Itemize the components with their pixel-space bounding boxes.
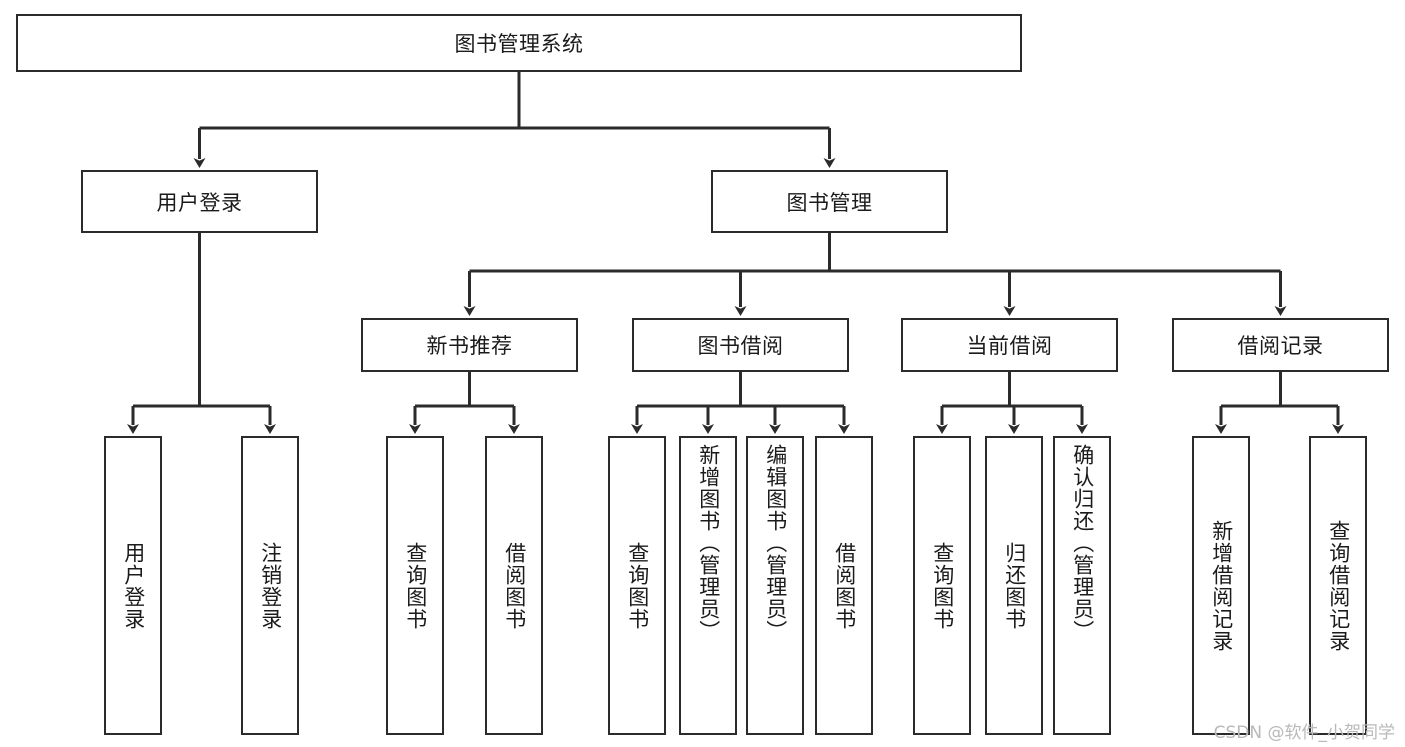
level2-node-label: 新书推荐 <box>426 334 513 358</box>
leaf-node-2[interactable]: 查询图书 <box>386 436 444 735</box>
watermark: CSDN @软件_小贺同学 <box>1213 723 1395 743</box>
level1-node-0[interactable]: 用户登录 <box>81 170 318 233</box>
leaf-node-4[interactable]: 查询图书 <box>608 436 666 735</box>
level1-node-label: 图书管理 <box>786 190 873 215</box>
leaf-node-9[interactable]: 归还图书 <box>985 436 1043 735</box>
leaf-node-label: 确认归还（管理员） <box>1070 444 1095 642</box>
leaf-node-6[interactable]: 编辑图书（管理员） <box>746 436 804 735</box>
level1-node-label: 用户登录 <box>156 190 243 215</box>
leaf-node-label: 归还图书 <box>1002 541 1027 630</box>
leaf-node-label: 新增借阅记录 <box>1209 519 1234 652</box>
leaf-node-label: 编辑图书（管理员） <box>763 444 788 642</box>
leaf-node-label: 查询图书 <box>403 541 428 630</box>
level2-node-label: 当前借阅 <box>966 334 1053 358</box>
leaf-node-1[interactable]: 注销登录 <box>241 436 299 735</box>
level2-node-label: 图书借阅 <box>697 334 784 358</box>
level2-node-0[interactable]: 新书推荐 <box>361 318 578 372</box>
leaf-node-label: 注销登录 <box>258 541 283 630</box>
level1-node-1[interactable]: 图书管理 <box>711 170 948 233</box>
leaf-node-8[interactable]: 查询图书 <box>913 436 971 735</box>
leaf-node-label: 借阅图书 <box>832 541 857 630</box>
leaf-node-5[interactable]: 新增图书（管理员） <box>679 436 737 735</box>
leaf-node-7[interactable]: 借阅图书 <box>815 436 873 735</box>
root-node-0[interactable]: 图书管理系统 <box>16 14 1022 72</box>
level2-node-3[interactable]: 借阅记录 <box>1172 318 1389 372</box>
leaf-node-label: 查询借阅记录 <box>1326 519 1351 652</box>
leaf-node-label: 借阅图书 <box>502 541 527 630</box>
leaf-node-12[interactable]: 查询借阅记录 <box>1309 436 1367 735</box>
leaf-node-11[interactable]: 新增借阅记录 <box>1192 436 1250 735</box>
leaf-node-label: 查询图书 <box>625 541 650 630</box>
level2-node-label: 借阅记录 <box>1237 334 1324 358</box>
leaf-node-0[interactable]: 用户登录 <box>104 436 162 735</box>
level2-node-2[interactable]: 当前借阅 <box>901 318 1118 372</box>
level2-node-1[interactable]: 图书借阅 <box>632 318 849 372</box>
leaf-node-3[interactable]: 借阅图书 <box>485 436 543 735</box>
leaf-node-label: 新增图书（管理员） <box>696 444 721 642</box>
leaf-node-label: 查询图书 <box>930 541 955 630</box>
leaf-node-10[interactable]: 确认归还（管理员） <box>1053 436 1111 735</box>
leaf-node-label: 用户登录 <box>121 541 146 630</box>
root-node-label: 图书管理系统 <box>454 32 584 56</box>
